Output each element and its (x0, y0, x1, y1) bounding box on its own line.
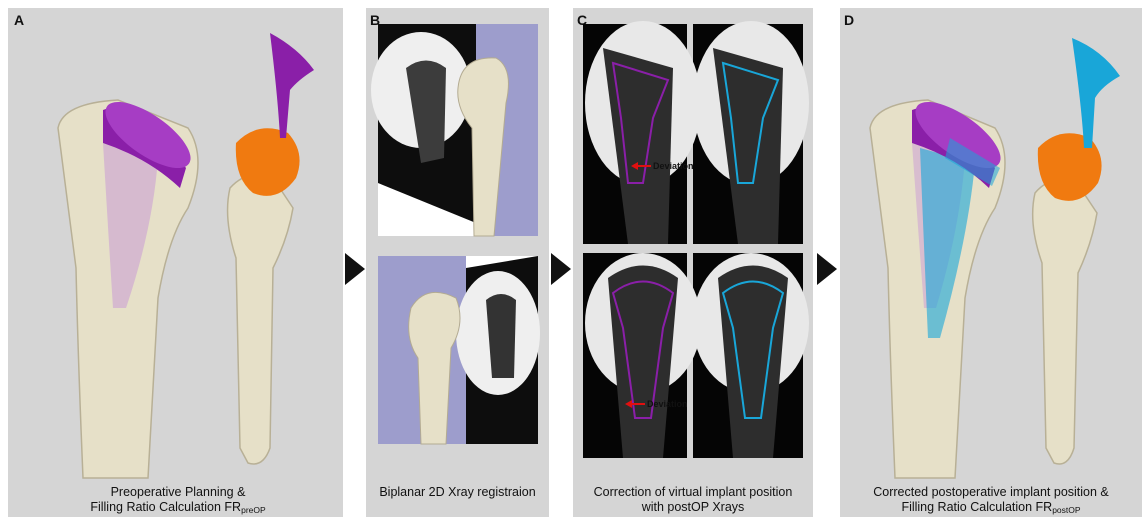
arrow-b-to-c (551, 253, 571, 285)
panel-d-caption-line2: Filling Ratio Calculation FR (901, 500, 1052, 514)
panel-a-caption-subscript: preOP (241, 505, 266, 515)
panel-d-illustration (840, 8, 1142, 517)
panel-b-caption: Biplanar 2D Xray registraion (368, 485, 547, 500)
bone-side-view (1033, 180, 1097, 464)
bone-side-view (228, 175, 293, 464)
panel-a: A Preoperative Planning & Filling Ratio … (8, 8, 343, 517)
panel-c-caption-line1: Correction of virtual implant position (575, 485, 811, 500)
panel-b: B Biplanar 2D Xray registraion (366, 8, 549, 517)
panel-a-caption-line2: Filling Ratio Calculation FR (90, 500, 241, 514)
panel-a-label: A (14, 12, 24, 28)
panel-b-caption-line1: Biplanar 2D Xray registraion (368, 485, 547, 500)
panel-c: C Deviation Deviation Correction of virt… (573, 8, 813, 517)
deviation-label-bottom: Deviation (647, 399, 688, 409)
panel-c-caption-line2: with postOP Xrays (575, 500, 811, 515)
implant-stem-blue (1072, 38, 1120, 148)
deviation-label-top: Deviation (653, 161, 694, 171)
panel-b-illustration (366, 8, 549, 517)
implant-stem-purple (270, 33, 314, 138)
panel-d: D Corrected postoperative implant positi… (840, 8, 1142, 517)
panel-d-caption-subscript: postOP (1052, 505, 1080, 515)
panel-d-caption: Corrected postoperative implant position… (844, 485, 1138, 518)
panel-d-caption-line1: Corrected postoperative implant position… (844, 485, 1138, 500)
panel-a-caption: Preoperative Planning & Filling Ratio Ca… (38, 485, 318, 518)
arrow-a-to-b (345, 253, 365, 285)
panel-a-illustration (8, 8, 343, 517)
panel-c-illustration: Deviation Deviation (573, 8, 813, 517)
panel-a-caption-line1: Preoperative Planning & (38, 485, 318, 500)
arrow-c-to-d (817, 253, 837, 285)
panel-c-caption: Correction of virtual implant position w… (575, 485, 811, 515)
